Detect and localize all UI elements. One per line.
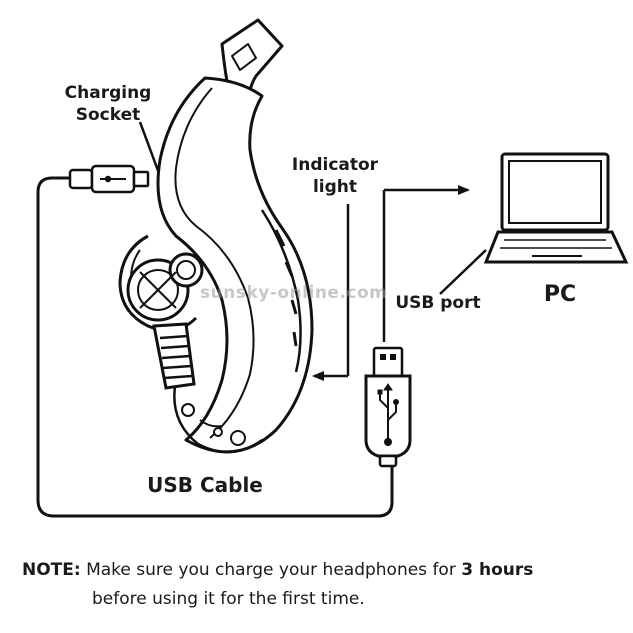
indicator-light-label-line2: light: [312, 177, 358, 197]
micro-usb-connector: [68, 164, 150, 194]
watermark: sunsky-online.com: [200, 283, 388, 303]
usb-port-label: USB port: [395, 293, 481, 313]
charging-note: NOTE: Make sure you charge your headphon…: [22, 556, 622, 614]
headset-illustration: [156, 18, 314, 454]
indicator-light-label: Indicator light: [285, 154, 385, 198]
laptop-illustration: [483, 152, 629, 264]
usb-a-connector: [364, 346, 412, 468]
ear-hook-illustration: [118, 234, 204, 390]
charging-socket-label-line1: Charging: [64, 83, 152, 103]
charging-socket-label: Charging Socket: [52, 82, 164, 126]
pc-label: PC: [543, 282, 577, 307]
note-emphasis: 3 hours: [461, 560, 534, 580]
note-text: Make sure you charge your headphones for: [80, 560, 462, 580]
note-line2: before using it for the first time.: [92, 589, 365, 609]
note-prefix: NOTE:: [22, 560, 81, 580]
indicator-light-label-line1: Indicator: [291, 155, 379, 175]
usb-port-pointer: [439, 249, 487, 295]
charging-socket-label-line2: Socket: [75, 105, 141, 125]
charging-socket-pointer: [138, 121, 162, 177]
usb-cable-line-inner: [42, 181, 388, 512]
usb-cable-line: [36, 176, 394, 518]
usb-cable-label: USB Cable: [147, 473, 263, 497]
